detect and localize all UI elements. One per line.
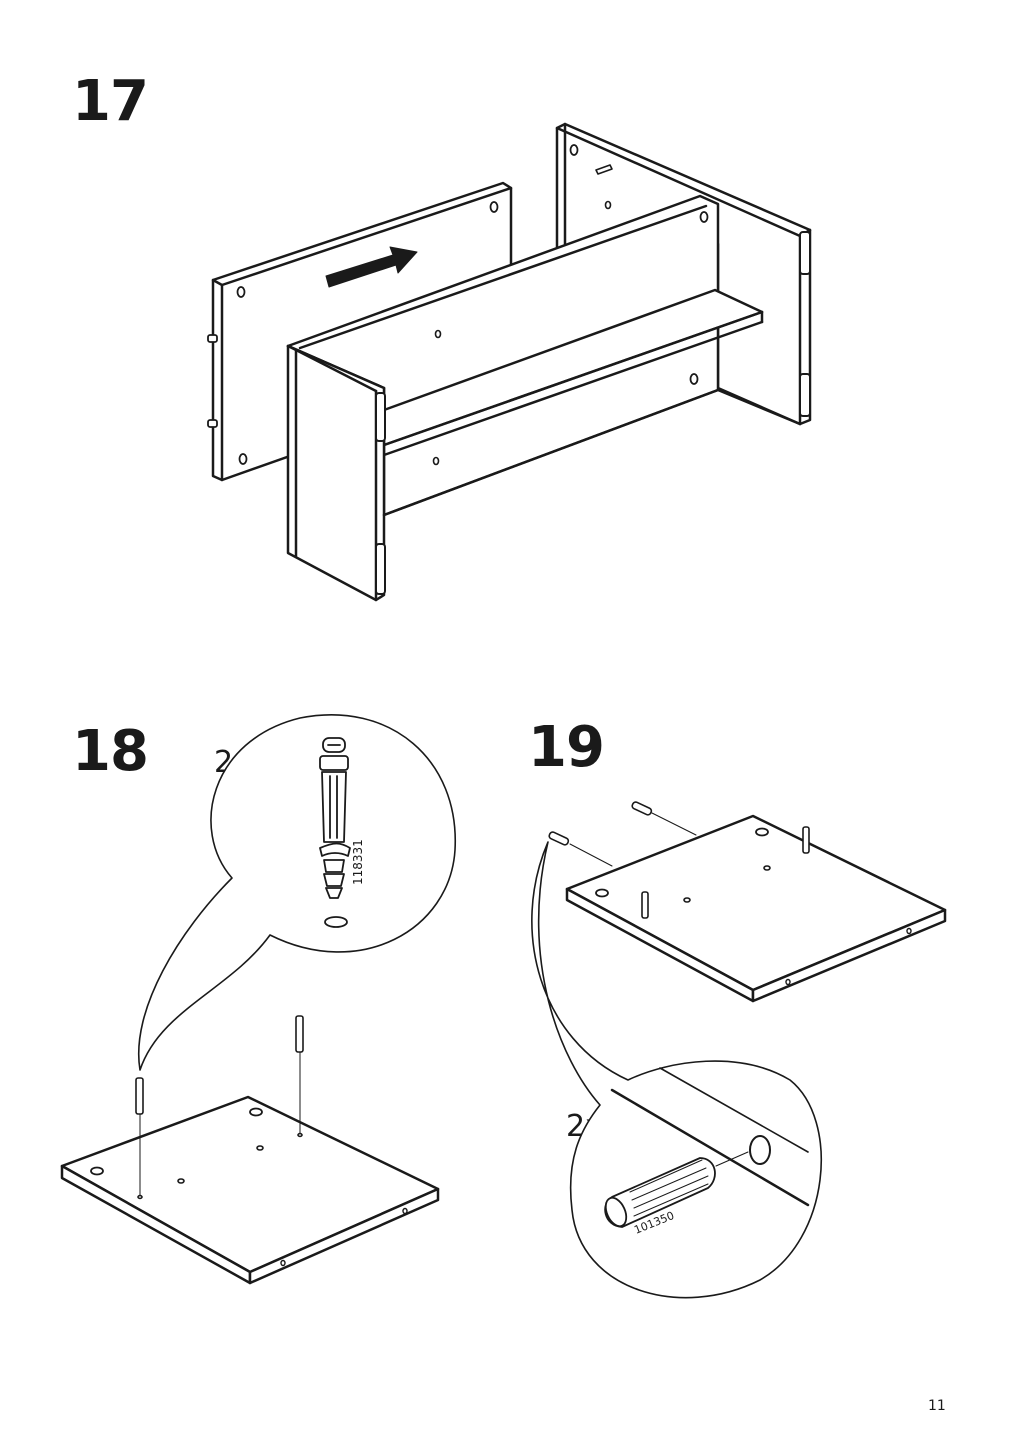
- cam-lock-bolt-icon: [319, 737, 351, 928]
- step-19-illustration: 101350: [531, 801, 947, 1299]
- direction-arrow: [325, 246, 418, 288]
- middle-shelf: [382, 288, 764, 466]
- dowel-lower: [548, 831, 613, 867]
- step-18-detail-callout: [138, 714, 456, 1071]
- step-18-board: [60, 1095, 440, 1285]
- installed-bolt-left: [641, 891, 649, 919]
- front-end-panel: [286, 344, 386, 602]
- step-18-part-number: 118331: [351, 839, 365, 885]
- page-number: 11: [928, 1398, 946, 1414]
- step-17-number: 17: [72, 69, 149, 134]
- step-19-board: [565, 814, 947, 1003]
- dowel-upper: [631, 801, 697, 836]
- step-17-illustration: [207, 122, 812, 602]
- bottom-rail: [382, 388, 720, 517]
- step-18-illustration: 118331: [60, 714, 456, 1285]
- installed-bolt-right: [802, 826, 810, 854]
- step-19-number: 19: [528, 715, 605, 780]
- step-19-detail-callout: [531, 841, 823, 1299]
- cam-bolt-right: [295, 1015, 304, 1138]
- step-18-number: 18: [72, 719, 149, 784]
- dowel-detail: [604, 1067, 810, 1228]
- cam-bolt-left: [135, 1077, 144, 1200]
- wood-dowel-icon: [604, 1157, 716, 1228]
